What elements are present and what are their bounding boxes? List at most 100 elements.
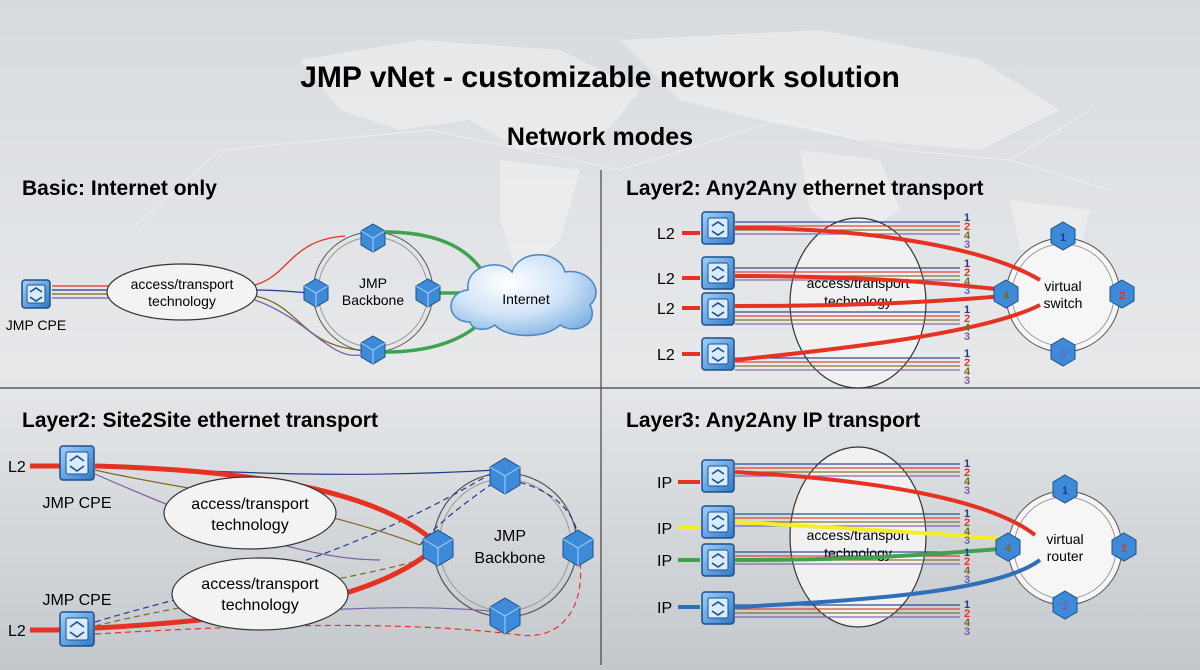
- channel-number: 4: [964, 366, 971, 378]
- internet-label: Internet: [502, 291, 550, 307]
- channel-number: 4: [964, 565, 971, 577]
- router-port-node: 4: [995, 532, 1021, 562]
- access-label: technology: [221, 597, 298, 614]
- backbone-node-icon: [303, 278, 329, 308]
- access-label: technology: [148, 293, 216, 309]
- channel-number: 3: [964, 535, 970, 547]
- port-label: L2: [657, 301, 675, 318]
- channel-number: 2: [964, 467, 970, 479]
- l2-path: [734, 293, 1016, 308]
- port-label: IP: [657, 600, 672, 617]
- panel-l3any-title: Layer3: Any2Any IP transport: [626, 409, 920, 432]
- port-label: IP: [657, 553, 672, 570]
- svg-text:4: 4: [1003, 290, 1010, 302]
- cpe-label: JMP CPE: [42, 592, 111, 609]
- port-label: L2: [657, 347, 675, 364]
- svg-text:3: 3: [1062, 601, 1068, 613]
- backbone-label: Backbone: [474, 550, 545, 567]
- backbone-label: JMP: [359, 275, 387, 291]
- router-label: router: [1047, 548, 1084, 564]
- cpe-router-icon: [701, 591, 735, 625]
- backbone-node-icon: [360, 335, 386, 365]
- cpe-router-icon: [701, 211, 735, 245]
- channel-number: 3: [964, 485, 970, 497]
- channel-number: 4: [964, 276, 971, 288]
- cpe-label: JMP CPE: [6, 317, 66, 333]
- channel-number: 1: [964, 508, 970, 520]
- switch-label: virtual: [1044, 278, 1081, 294]
- port-label: IP: [657, 521, 672, 538]
- channel-number: 2: [964, 357, 970, 369]
- svg-text:1: 1: [1062, 485, 1068, 497]
- channel-number: 1: [964, 547, 970, 559]
- backbone-node-icon: [562, 529, 594, 567]
- l2-path: [734, 274, 1016, 293]
- backbone-node-icon: [489, 457, 521, 495]
- cpe-router-icon: [701, 543, 735, 577]
- panel-l2site: access/transport technology access/trans…: [8, 445, 594, 647]
- cpe-router-icon: [21, 279, 51, 309]
- port-label: IP: [657, 475, 672, 492]
- svg-text:2: 2: [1121, 543, 1127, 555]
- channel-bundle: [735, 311, 960, 325]
- channel-number: 4: [964, 476, 971, 488]
- world-map-decoration: [300, 30, 1090, 280]
- ip-path: [734, 546, 1013, 562]
- access-technology-cloud: [789, 446, 927, 628]
- switch-port-node: 2: [1109, 279, 1135, 309]
- channel-number: 2: [964, 221, 970, 233]
- backbone-node-icon: [489, 597, 521, 635]
- ip-path: [734, 558, 1042, 609]
- l2-path: [734, 226, 1042, 282]
- backbone-node-icon: [422, 529, 454, 567]
- channel-number: 4: [964, 322, 971, 334]
- router-port-node: 3: [1052, 590, 1078, 620]
- access-technology-cloud: [163, 476, 337, 550]
- channel-number: 2: [964, 556, 970, 568]
- channel-number: 2: [964, 267, 970, 279]
- channel-number: 2: [964, 313, 970, 325]
- channel-number: 3: [964, 239, 970, 251]
- svg-text:4: 4: [1005, 543, 1012, 555]
- network-lines-decoration: [129, 109, 1111, 231]
- svg-text:2: 2: [1119, 290, 1125, 302]
- channel-number: 4: [964, 617, 971, 629]
- port-label: L2: [8, 623, 26, 640]
- router-port-node: 1: [1052, 474, 1078, 504]
- access-technology-cloud: [106, 263, 258, 321]
- cpe-router-icon: [701, 256, 735, 290]
- channel-number: 4: [964, 526, 971, 538]
- panel-l3any: access/transport technology virtual rout…: [657, 446, 1137, 638]
- channel-number: 1: [964, 212, 970, 224]
- panel-basic: access/transport technology JMP Backbone…: [6, 223, 597, 365]
- page-subtitle: Network modes: [507, 123, 693, 151]
- cpe-router-icon: [59, 445, 95, 481]
- channel-number: 2: [964, 608, 970, 620]
- cpe-router-icon: [701, 459, 735, 493]
- port-label: L2: [657, 271, 675, 288]
- internet-link: [384, 230, 487, 276]
- channel-number: 1: [964, 458, 970, 470]
- access-label: access/transport: [201, 576, 319, 593]
- switch-port-node: 3: [1050, 337, 1076, 367]
- ip-path: [734, 470, 1037, 537]
- access-technology-cloud: [171, 557, 349, 631]
- channel-number: 4: [964, 230, 971, 242]
- cpe-label: JMP CPE: [42, 495, 111, 512]
- channel-number: 2: [964, 517, 970, 529]
- panel-l2any: access/transport technology virtual swit…: [657, 211, 1135, 389]
- backbone-node-icon: [415, 278, 441, 308]
- cpe-router-icon: [59, 611, 95, 647]
- channel-number: 1: [964, 304, 970, 316]
- channel-number: 3: [964, 574, 970, 586]
- cpe-router-icon: [701, 505, 735, 539]
- page-title: JMP vNet - customizable network solution: [300, 61, 900, 94]
- backbone-label: JMP: [494, 528, 526, 545]
- access-label: access/transport: [191, 496, 309, 513]
- channel-number: 3: [964, 626, 970, 638]
- backbone-label: Backbone: [342, 292, 404, 308]
- switch-port-node: 1: [1050, 221, 1076, 251]
- panel-l2site-title: Layer2: Site2Site ethernet transport: [22, 409, 378, 432]
